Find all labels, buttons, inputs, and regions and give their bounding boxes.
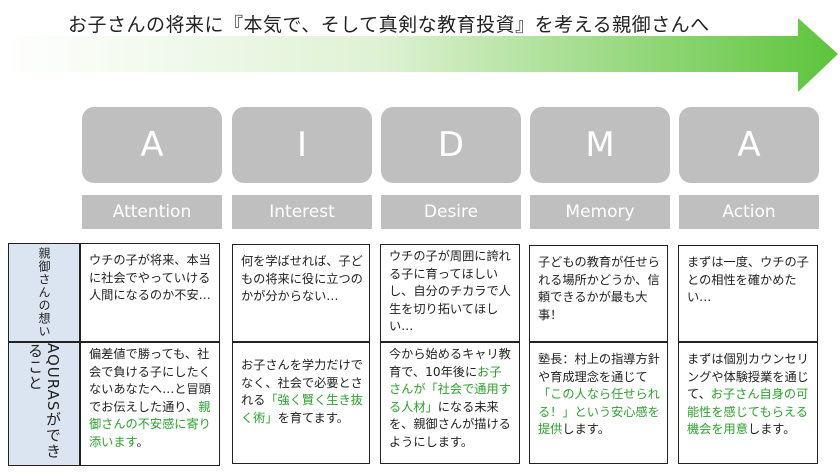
feeling-cell-attention: ウチの子が将来、本当に社会でやっていける人間になるのか不安…	[80, 243, 220, 342]
aquras-text-action: まずは個別カウンセリングや体験授業を通じて、	[687, 352, 809, 401]
feeling-cell-interest: 何を学ばせれば、子どもの将来に役に立つのかが分からない…	[232, 244, 370, 342]
aquras-text-desire-end: になる未来を、親御さんが描けるようにします。	[389, 399, 511, 449]
aquras-text-action-end: します。	[747, 422, 796, 436]
stage-word-attention: Attention	[82, 195, 222, 229]
aquras-text-attention-end: 。	[136, 434, 149, 449]
aquras-cell-action: まずは個別カウンセリングや体験授業を通じて、お子さん自身の可能性を感じてもらえる…	[678, 342, 818, 464]
aquras-cell-memory: 塾長：村上の指導方針や育成理念を通じて「この人なら任せられる！」という安心感を提…	[529, 342, 668, 464]
aquras-text-memory-end: します。	[562, 422, 610, 436]
aquras-cell-attention: 偏差値で勝っても、社会で負ける子にしたくないあなたへ…と冒頭でお伝えした通り、親…	[80, 342, 220, 466]
aquras-text-desire: 今から始めるキャリ教育で、10年後に	[389, 347, 511, 379]
aquras-highlight-desire: お子さんが「社会で通用する人材」	[389, 364, 511, 414]
page-title: お子さんの将来に『本気で、そして真剣な教育投資』を考える親御さんへ	[68, 14, 710, 36]
row-label-aquras-text: AQURASができること	[26, 343, 62, 460]
row-label-feelings: 親御さんの想い	[8, 243, 80, 342]
aquras-cell-interest: お子さんを学力だけでなく、社会で必要とされる「強く賢く生き抜く術」を育てます。	[232, 342, 370, 464]
stage-letter-desire: D	[381, 107, 521, 183]
row-label-feelings-text: 親御さんの想い	[37, 247, 51, 338]
aquras-highlight-memory: 「この人なら任せられる！」という安心感を提供	[538, 387, 660, 436]
feeling-cell-memory: 子どもの教育が任せられる場所かどうか、信頼できるかが最も大事！	[529, 245, 668, 342]
aquras-text-memory: 塾長：村上の指導方針や育成理念を通じて	[538, 352, 660, 384]
aquras-cell-desire: 今から始めるキャリ教育で、10年後にお子さんが「社会で通用する人材」になる未来を…	[380, 342, 520, 464]
aquras-text-interest: お子さんを学力だけでなく、社会で必要とされる	[241, 358, 363, 407]
stage-word-desire: Desire	[381, 195, 521, 229]
feeling-cell-action: まずは一度、ウチの子との相性を確かめたい…	[678, 245, 818, 342]
stage-word-action: Action	[679, 195, 819, 229]
stage-word-memory: Memory	[530, 195, 670, 229]
aquras-text-attention: 偏差値で勝っても、社会で負ける子にしたくないあなたへ…と冒頭でお伝えした通り、	[89, 347, 211, 414]
aquras-highlight-attention: 親御さんの不安感に寄り添います	[89, 399, 211, 449]
stage-letter-attention: A	[82, 107, 222, 183]
aquras-highlight-action: お子さん自身の可能性を感じてもらえる機会を用意	[687, 387, 809, 436]
stage-letter-interest: I	[232, 107, 372, 183]
flow-arrow	[0, 18, 838, 92]
aquras-highlight-interest: 「強く賢く生き抜く術」	[241, 393, 363, 425]
stage-word-interest: Interest	[232, 195, 372, 229]
feeling-cell-desire: ウチの子が周囲に誇れる子に育ってほしいし、自分のチカラで人生を切り拓いてほしい…	[380, 244, 520, 342]
stage-letter-memory: M	[530, 107, 670, 183]
aquras-text-interest-end: を育てます。	[277, 410, 349, 425]
stage-letter-action: A	[679, 107, 819, 183]
row-label-aquras: AQURASができること	[8, 342, 80, 466]
